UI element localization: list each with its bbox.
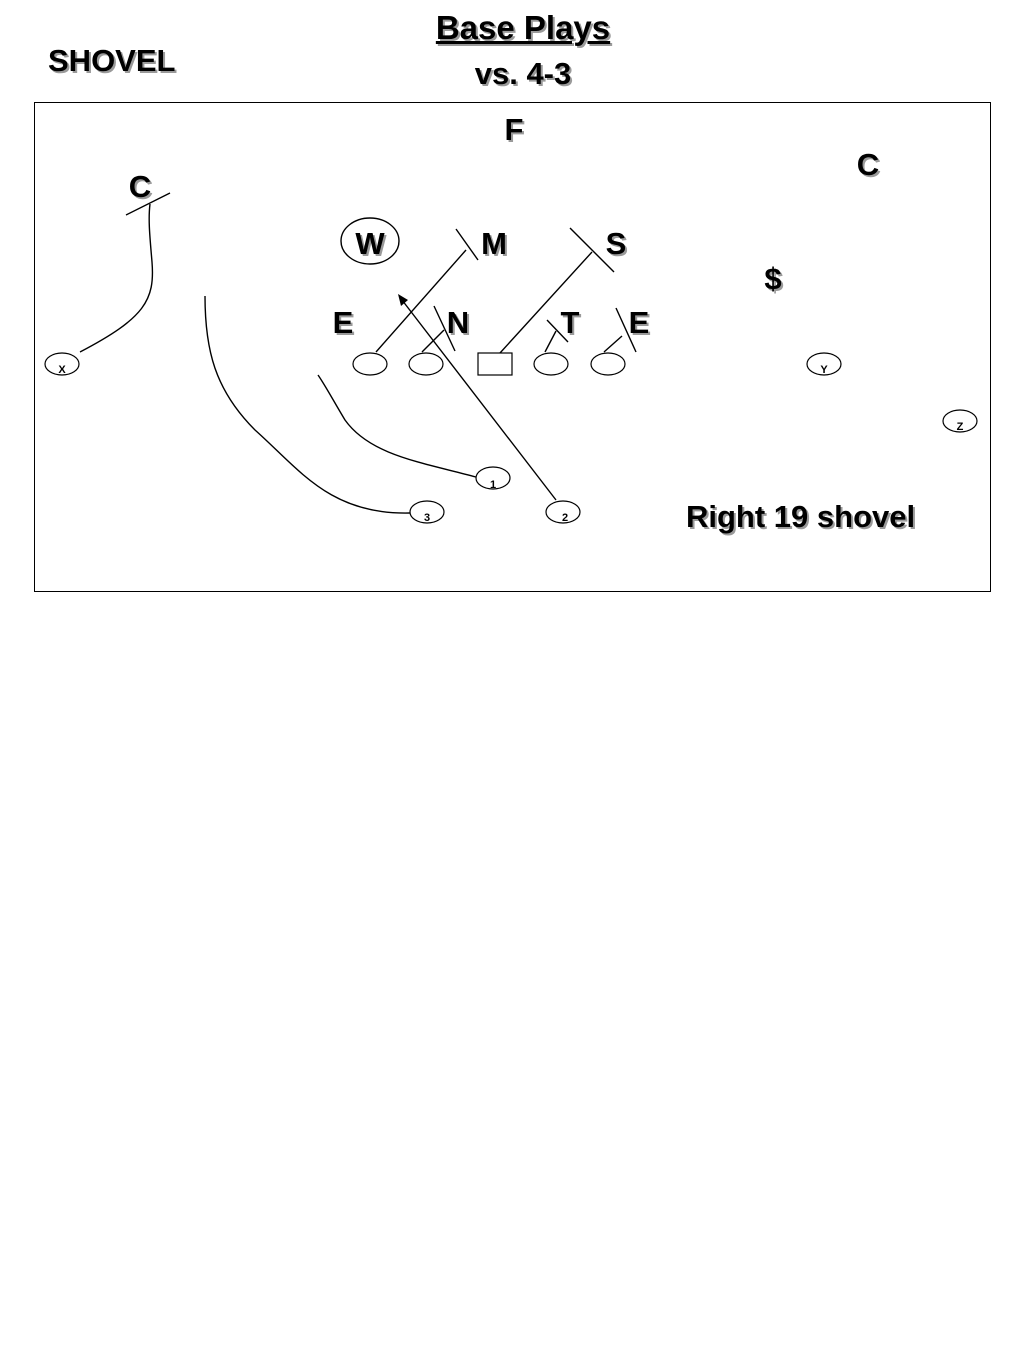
play-call-label: Right 19 shovel: [686, 499, 916, 534]
right-tackle: [590, 352, 626, 376]
back-1-path: [317, 374, 477, 478]
block-bar: [455, 228, 479, 261]
defender-sam-linebacker: S S: [606, 226, 629, 263]
arrow-head-icon: [398, 294, 408, 306]
defender-end-left: E E: [333, 305, 356, 342]
svg-text:M: M: [483, 228, 509, 263]
defender-mike-linebacker: M M: [481, 226, 509, 263]
svg-text:F: F: [507, 114, 526, 149]
defender-will-linebacker: W W: [340, 217, 400, 265]
svg-text:E: E: [631, 307, 652, 342]
svg-text:S: S: [608, 228, 629, 263]
tackle-block-line: [603, 335, 623, 353]
svg-text:E: E: [629, 305, 650, 340]
svg-text:C: C: [859, 149, 881, 184]
block-bar: [569, 227, 615, 273]
player-back-3: 3: [409, 500, 445, 524]
player-back-2: 2: [545, 500, 581, 524]
tackle-block-line: [375, 249, 467, 353]
field-diagram-frame: [34, 102, 991, 592]
split-end-route: [79, 203, 154, 353]
svg-text:$: $: [766, 263, 783, 298]
svg-text:C: C: [857, 147, 879, 182]
block-bar: [433, 305, 456, 352]
svg-text:E: E: [333, 305, 354, 340]
diagram-title: Base Plays: [435, 9, 611, 46]
offensive-line: [352, 352, 626, 376]
target-circle-icon: [340, 217, 400, 265]
svg-text:N: N: [449, 307, 471, 342]
player-split-end: X: [44, 352, 80, 376]
svg-text:1: 1: [490, 479, 496, 491]
block-bar: [546, 319, 569, 343]
defender-nose-tackle: N N: [447, 305, 471, 342]
back-3-path: [204, 295, 411, 514]
svg-text:T: T: [561, 305, 580, 340]
svg-text:W: W: [357, 228, 387, 263]
svg-text:W: W: [355, 226, 385, 261]
block-bar: [615, 307, 637, 353]
right-guard: [533, 352, 569, 376]
center-block-line: [499, 251, 593, 354]
defender-free-safety: F F: [505, 112, 526, 149]
assignment-lines: [79, 192, 637, 514]
svg-text:E: E: [335, 307, 356, 342]
diagram-subtitle: vs. 4-3: [474, 56, 572, 91]
player-tight-end: Y: [806, 352, 842, 376]
player-back-1: 1: [475, 466, 511, 491]
svg-text:T: T: [563, 307, 582, 342]
svg-text:S: S: [606, 226, 627, 261]
defender-end-right: E E: [629, 305, 652, 342]
defender-tackle: T T: [561, 305, 582, 342]
svg-text:N: N: [447, 305, 469, 340]
left-tackle: [352, 352, 388, 376]
player-flanker: Z: [942, 409, 978, 433]
svg-text:F: F: [505, 112, 524, 147]
guard-block-line: [544, 330, 557, 353]
svg-text:X: X: [58, 364, 66, 376]
defender-corner-right: C C: [857, 147, 881, 184]
svg-text:Z: Z: [957, 421, 964, 433]
svg-text:$: $: [764, 261, 781, 296]
guard-block-line: [421, 329, 445, 353]
svg-text:C: C: [129, 169, 151, 204]
defender-corner-left: C C: [129, 169, 153, 206]
center: [477, 352, 513, 376]
back-2-shovel-route: [401, 299, 557, 501]
play-name: SHOVEL: [48, 43, 176, 78]
svg-text:M: M: [481, 226, 507, 261]
svg-text:3: 3: [424, 512, 430, 524]
svg-text:C: C: [131, 171, 153, 206]
svg-text:2: 2: [562, 512, 568, 524]
block-bar: [125, 192, 171, 216]
defender-strong-safety: $ $: [764, 261, 783, 298]
left-guard: [408, 352, 444, 376]
svg-text:Y: Y: [820, 364, 828, 376]
